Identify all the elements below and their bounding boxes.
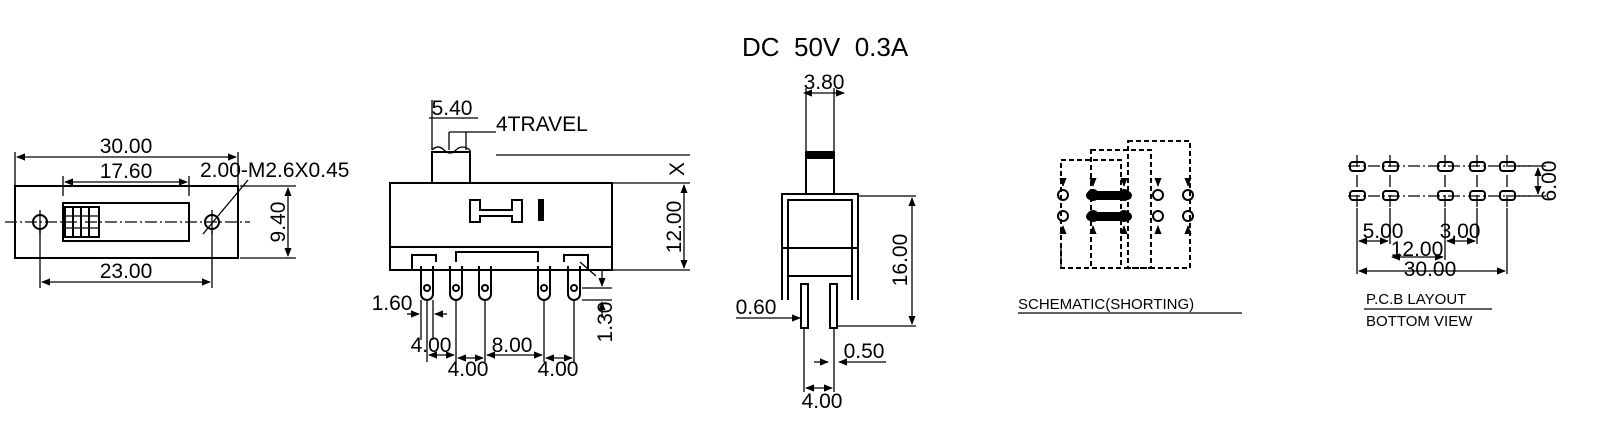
rating-text: DC 50V 0.3A [742, 32, 909, 62]
dim-pin-spacing: 4.00 [802, 390, 843, 413]
pcb-layout: 6.00 5.00 3.00 12.00 30.00 P.C.B LAYOUT … [1348, 155, 1561, 330]
slider-slot [62, 202, 190, 242]
dim-pitch-center: 8.00 [492, 334, 533, 357]
dim-actuator-width: 5.40 [432, 97, 473, 120]
dim-pitch-a: 5.00 [1363, 220, 1404, 243]
front-pins [420, 261, 597, 301]
travel-label: 4TRAVEL [496, 113, 588, 136]
dim-side-body-height: 16.00 [889, 234, 912, 287]
shorting-bar-top [1086, 191, 1132, 200]
actuator-front [431, 151, 471, 183]
dim-pitch-right: 4.00 [538, 358, 579, 381]
dim-overall-span: 30.00 [1404, 258, 1457, 281]
dim-pin-thickness: 0.60 [736, 296, 777, 319]
schematic-caption: SCHEMATIC(SHORTING) [1018, 296, 1194, 313]
shorting-bar-bottom [1086, 212, 1132, 221]
side-view: 3.80 16.00 0.60 0.50 4.00 [736, 71, 916, 413]
dim-pin-length: 1.30 [594, 302, 617, 343]
front-view: 5.40 4TRAVEL X 12.00 [372, 97, 690, 381]
dim-pitch-left: 4.00 [411, 334, 452, 357]
dim-height: 9.40 [267, 202, 290, 243]
x-mark: X [666, 162, 689, 176]
dim-side-actuator-width: 3.80 [804, 71, 845, 94]
dim-slot-width: 17.60 [100, 160, 153, 183]
dim-row-spacing: 6.00 [1538, 161, 1561, 202]
dim-pin-width-side: 0.50 [844, 340, 885, 363]
pcb-caption-line2: BOTTOM VIEW [1366, 313, 1473, 330]
schematic: SCHEMATIC(SHORTING) [1018, 140, 1242, 314]
dim-pitch-lower-left: 4.00 [448, 358, 489, 381]
pcb-caption-line1: P.C.B LAYOUT [1366, 291, 1466, 308]
dim-overall-width: 30.00 [100, 135, 153, 158]
dim-mounting-pitch: 23.00 [100, 260, 153, 283]
dim-body-height: 12.00 [663, 201, 686, 254]
dim-pin-width: 1.60 [372, 292, 413, 315]
dim-pitch-b: 3.00 [1440, 220, 1481, 243]
top-view: 30.00 17.60 23.00 9.40 2.00-M2.6X0.45 [5, 135, 349, 288]
switch-body-front [389, 182, 613, 271]
screw-note: 2.00-M2.6X0.45 [200, 159, 349, 182]
